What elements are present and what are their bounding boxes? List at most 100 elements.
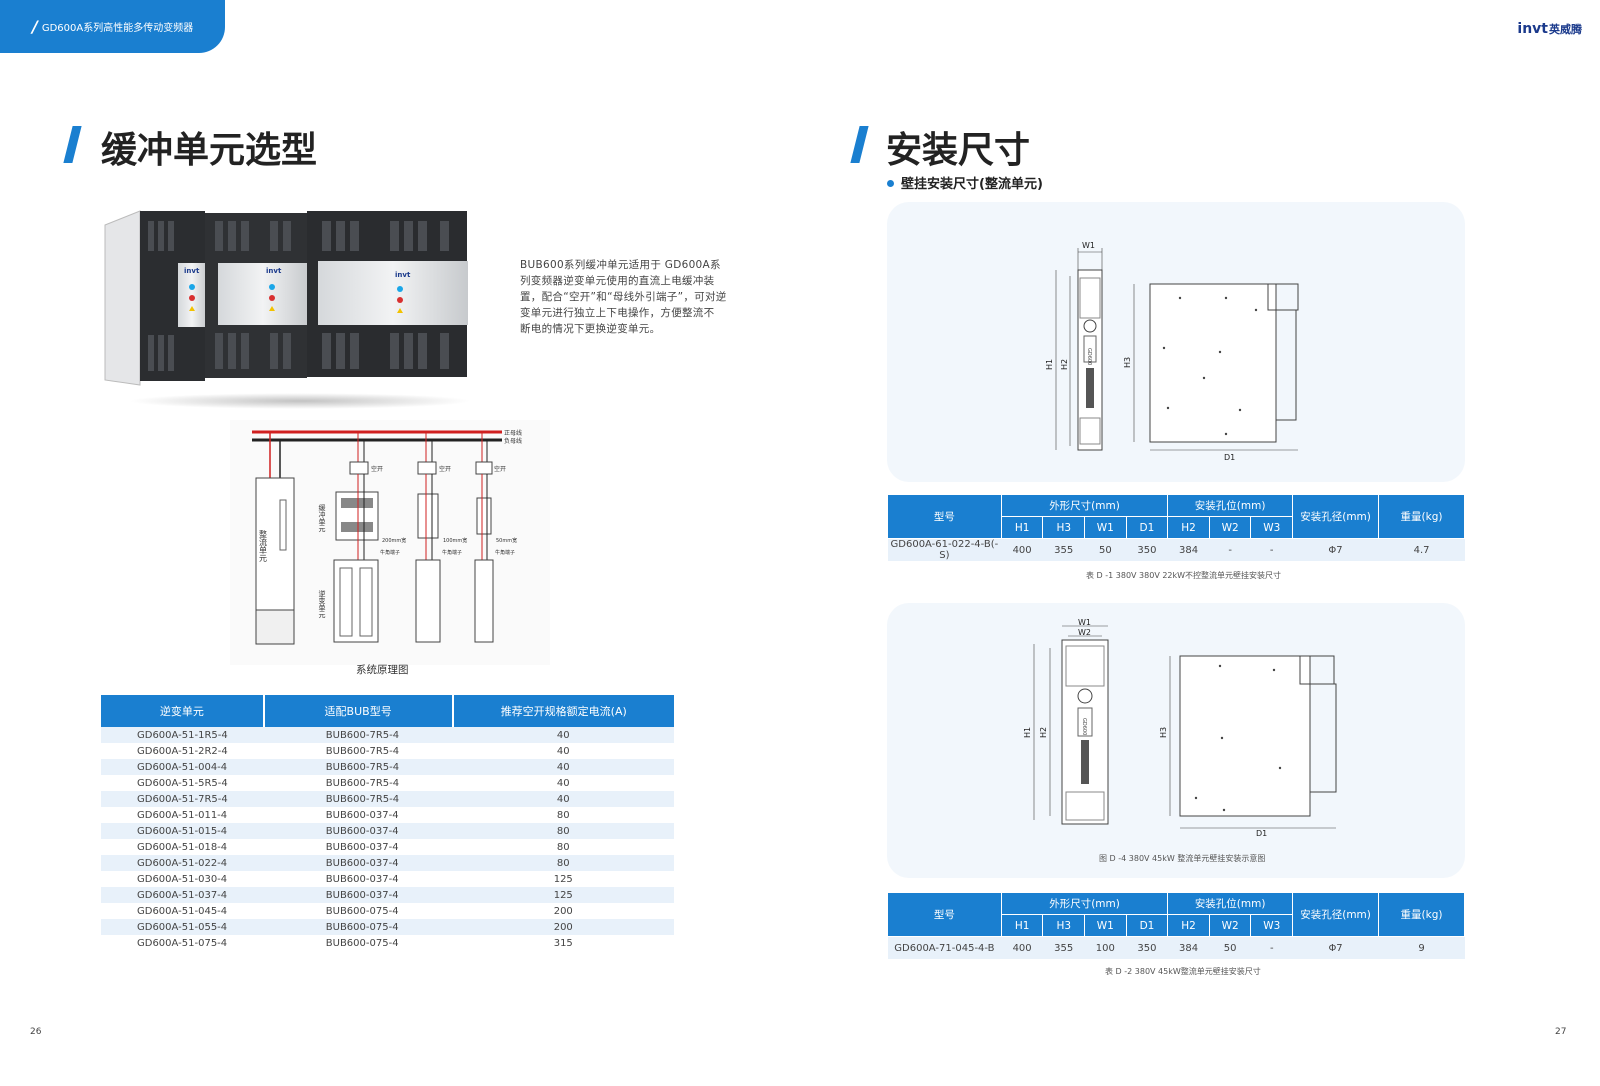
table-cell: 40 xyxy=(452,727,674,743)
breaker-label-3: 空开 xyxy=(494,465,506,473)
table-cell: 40 xyxy=(452,775,674,791)
table-cell: 80 xyxy=(452,807,674,823)
w200-label: 200mm宽 xyxy=(382,537,406,544)
table-cell: GD600A-51-075-4 xyxy=(101,935,264,951)
dim-d1: D1 xyxy=(1224,453,1235,462)
table-cell: GD600A-51-045-4 xyxy=(101,903,264,919)
table2-caption: 表 D -2 380V 45kW整流单元壁挂安装尺寸 xyxy=(1105,967,1261,976)
col-d1: D1 xyxy=(1125,516,1169,539)
col-weight: 重量(kg) xyxy=(1378,494,1465,539)
device-text-1: GD600 xyxy=(1086,348,1092,365)
col-inverter: 逆变单元 xyxy=(101,695,265,727)
dim-h1-2: H1 xyxy=(1023,727,1032,738)
series-title: GD600A系列高性能多传动变频器 xyxy=(41,23,194,34)
table-cell: GD600A-51-055-4 xyxy=(101,919,264,935)
table-cell: GD600A-51-018-4 xyxy=(101,839,264,855)
device-text-2: GD600 xyxy=(1081,718,1087,735)
product-label-3: invt xyxy=(395,271,411,279)
col-group-mount: 安装孔位(mm) xyxy=(1167,494,1294,517)
table-cell: GD600A-51-7R5-4 xyxy=(101,791,264,807)
dim-h3: H3 xyxy=(1123,357,1132,368)
table-cell: GD600A-51-015-4 xyxy=(101,823,264,839)
table-header-row: 逆变单元 适配BUB型号 推荐空开规格额定电流(A) xyxy=(101,695,674,727)
table-cell: BUB600-7R5-4 xyxy=(263,727,453,743)
table-cell: BUB600-7R5-4 xyxy=(263,759,453,775)
table-cell: BUB600-7R5-4 xyxy=(263,791,453,807)
table-cell: 80 xyxy=(452,839,674,855)
product-photo: invt invt invt xyxy=(104,210,470,409)
left-description: BUB600系列缓冲单元适用于 GD600A系 列变频器逆变单元使用的直流上电缓… xyxy=(520,257,740,337)
col-group-outer: 外形尺寸(mm) xyxy=(1000,494,1169,517)
logo-text: invt xyxy=(1517,21,1548,37)
col-w1: W1 xyxy=(1084,516,1127,539)
dim-h1: H1 xyxy=(1045,359,1054,370)
table-cell: BUB600-7R5-4 xyxy=(263,775,453,791)
system-diagram: 正母线 负母线 整流单元 空开 缓冲单元 200mm宽 牛角端子 逆变单元 空开… xyxy=(230,420,550,665)
slash-icon: / xyxy=(32,17,38,36)
table-cell: GD600A-51-030-4 xyxy=(101,871,264,887)
col-h2: H2 xyxy=(1167,914,1210,937)
table-cell: 315 xyxy=(452,935,674,951)
desc-line: 置，配合“空开”和“母线外引端子”，可对逆 xyxy=(520,291,727,303)
page-number-right: 27 xyxy=(1555,1027,1567,1037)
table-cell: BUB600-037-4 xyxy=(263,887,453,903)
table-row: GD600A-71-045-4-B 400 355 100 350 384 50… xyxy=(887,936,1465,959)
col-hole: 安装孔径(mm) xyxy=(1292,892,1380,937)
col-w3: W3 xyxy=(1250,516,1294,539)
desc-line: 列变频器逆变单元使用的直流上电缓冲装 xyxy=(520,275,715,287)
title-bar-icon xyxy=(850,126,869,163)
breaker-label-2: 空开 xyxy=(439,465,451,473)
col-bub-model: 适配BUB型号 xyxy=(263,695,454,727)
diagram-caption: 系统原理图 xyxy=(356,664,409,676)
table-cell: 200 xyxy=(452,903,674,919)
col-w3: W3 xyxy=(1250,914,1294,937)
cell: 400 xyxy=(1001,936,1043,959)
rect-unit-label: 整流单元 xyxy=(259,529,268,563)
table-cell: BUB600-075-4 xyxy=(263,935,453,951)
table-cell: BUB600-075-4 xyxy=(263,919,453,935)
col-w1: W1 xyxy=(1084,914,1127,937)
table-cell: 200 xyxy=(452,919,674,935)
header-tab: / GD600A系列高性能多传动变频器 xyxy=(0,0,225,53)
table-header-row: 型号 外形尺寸(mm) 安装孔位(mm) 安装孔径(mm) 重量(kg) xyxy=(887,494,1465,539)
col-w2: W2 xyxy=(1208,516,1252,539)
table-cell: 80 xyxy=(452,823,674,839)
cell: 350 xyxy=(1126,936,1168,959)
table-cell: BUB600-075-4 xyxy=(263,903,453,919)
col-d1: D1 xyxy=(1125,914,1169,937)
right-subtitle: 壁挂安装尺寸(整流单元) xyxy=(901,177,1043,192)
cell: - xyxy=(1209,538,1251,561)
col-hole: 安装孔径(mm) xyxy=(1292,494,1380,539)
table-cell: GD600A-51-037-4 xyxy=(101,887,264,903)
dim-h3-2: H3 xyxy=(1159,727,1168,738)
cell: 4.7 xyxy=(1378,538,1465,561)
cell: 350 xyxy=(1126,538,1168,561)
table-cell: GD600A-51-022-4 xyxy=(101,855,264,871)
cell: GD600A-61-022-4-B(-S) xyxy=(887,538,1002,561)
table-cell: GD600A-51-5R5-4 xyxy=(101,775,264,791)
figure2-drawing: GD600 W1 W2 H1 H2 H3 D1 xyxy=(1023,618,1337,838)
logo-sub: 英威腾 xyxy=(1549,23,1582,36)
page-number-left: 26 xyxy=(30,1027,42,1037)
dim-w1: W1 xyxy=(1082,241,1095,250)
cell: 50 xyxy=(1084,538,1127,561)
dim-d1-2: D1 xyxy=(1256,829,1267,838)
product-label-2: invt xyxy=(266,267,282,275)
table-subheader-row: H1 H3 W1 D1 H2 W2 W3 xyxy=(888,516,1465,539)
cell: 400 xyxy=(1001,538,1043,561)
col-h1: H1 xyxy=(1000,914,1044,937)
table-cell: BUB600-037-4 xyxy=(263,855,453,871)
col-model: 型号 xyxy=(887,892,1002,937)
